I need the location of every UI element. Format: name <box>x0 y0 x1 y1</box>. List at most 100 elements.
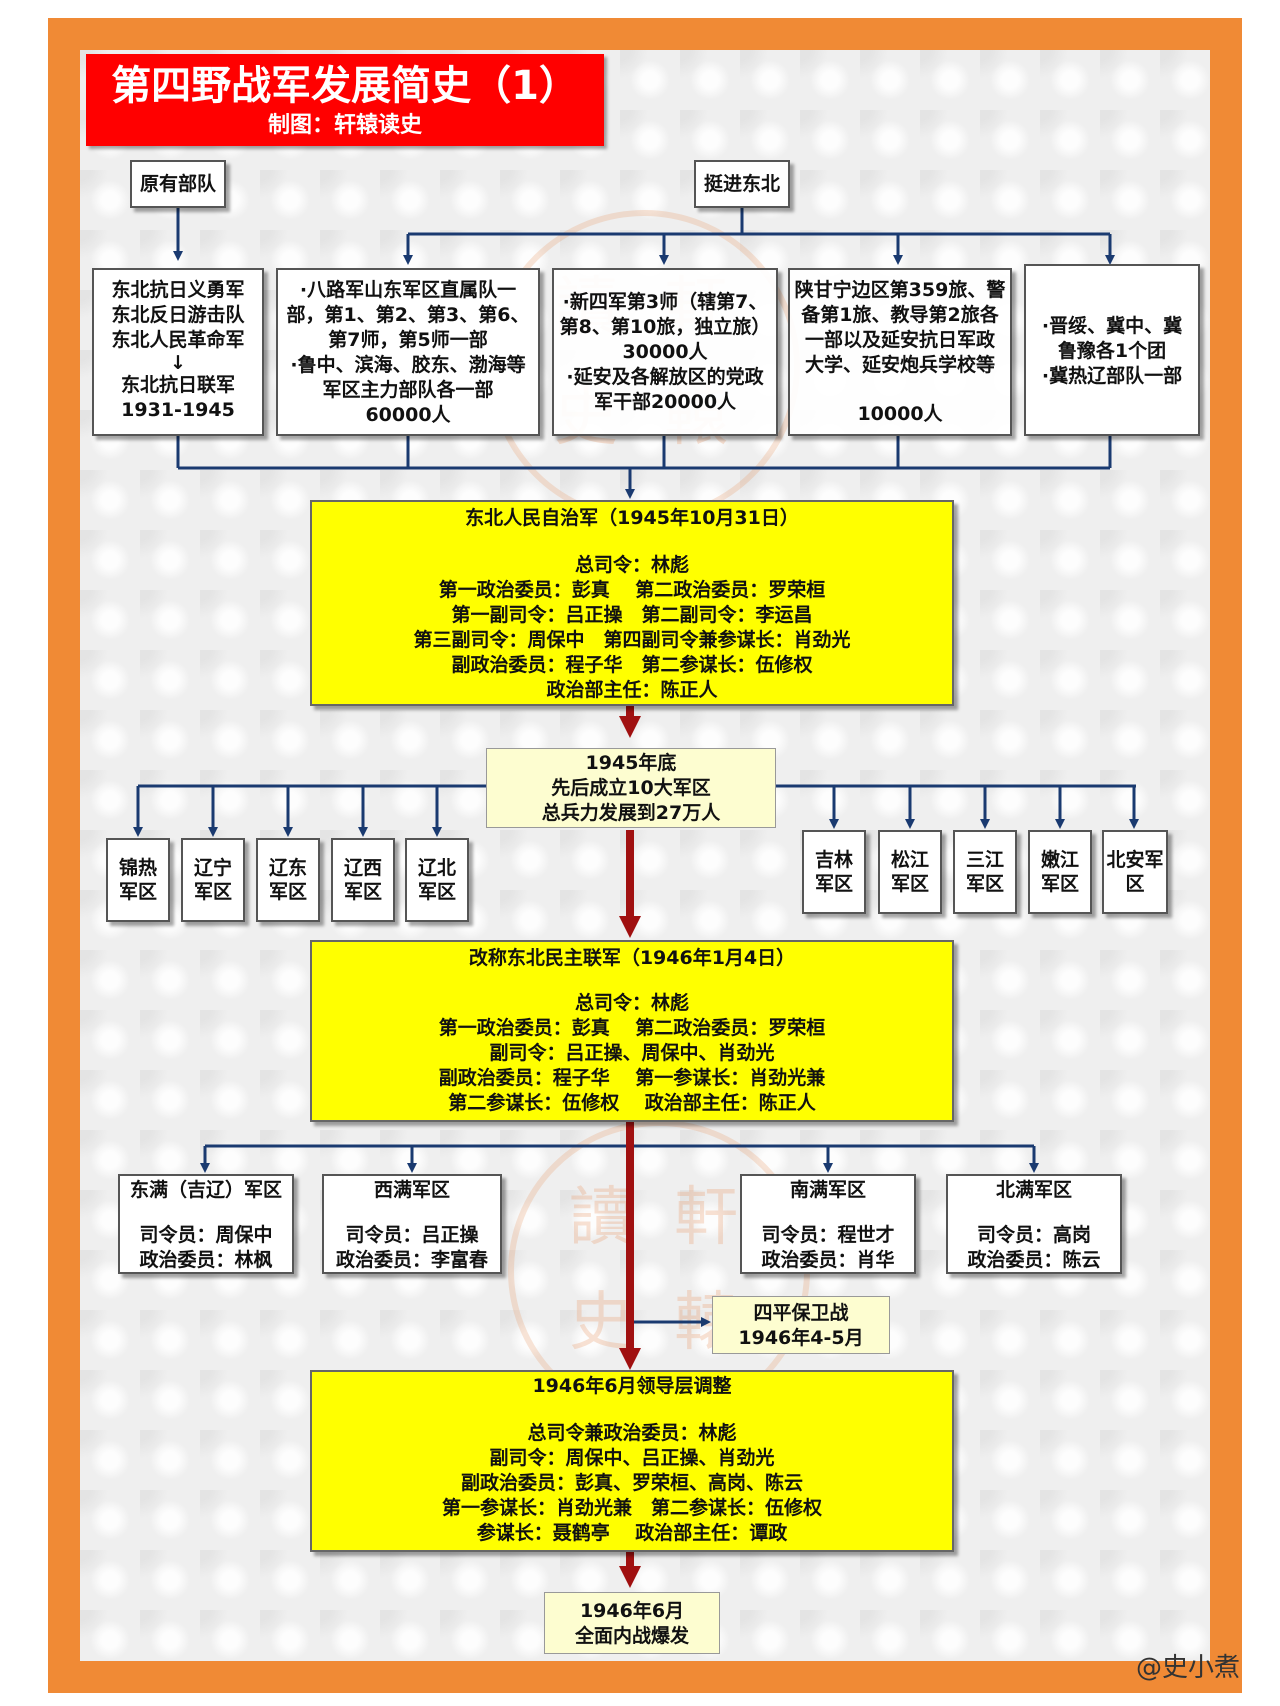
source-line: 60000人 <box>365 404 451 426</box>
army-title: 改称东北民主联军（1946年1月4日） <box>468 947 796 969</box>
source-line: ·新四军第3师（辖第7、 <box>562 291 768 313</box>
district-line: 军区 <box>965 873 1004 895</box>
source-box-4: 陕甘宁边区第359旅、警 备第1旅、教导第2旅各 一部以及延安抗日军政 大学、延… <box>788 268 1012 436</box>
district-line: 三江 <box>965 849 1004 871</box>
source-line: 第7师，第5师一部 <box>328 329 488 351</box>
chart-subtitle: 制图：轩辕读史 <box>267 113 422 138</box>
district-line: 辽东 <box>268 857 307 879</box>
weibo-watermark: @史小煮 <box>1135 1653 1240 1683</box>
army-line: 副司令：周保中、吕正操、肖劲光 <box>489 1447 775 1469</box>
region-line: 政治委员：肖华 <box>761 1249 895 1271</box>
battle-line: 四平保卫战 <box>753 1302 849 1324</box>
region-beiman: 北满军区 司令员：高岗 政治委员：陈云 <box>946 1174 1122 1274</box>
district-line: 军区 <box>1040 873 1079 895</box>
root-original-troops: 原有部队 <box>130 160 226 208</box>
district-songjiang: 松江 军区 <box>878 830 942 914</box>
spacer <box>312 1399 952 1421</box>
district-liaoning: 辽宁 军区 <box>181 838 245 922</box>
source-line: 军干部20000人 <box>593 391 737 413</box>
region-line: 司令员：程世才 <box>761 1224 895 1246</box>
district-line: 北安军 <box>1106 849 1164 871</box>
chart-title: 第四野战军发展简史（1） <box>111 63 579 109</box>
event-civil-war: 1946年6月 全面内战爆发 <box>544 1592 720 1654</box>
region-dongman: 东满（吉辽）军区 司令员：周保中 政治委员：林枫 <box>118 1174 294 1274</box>
army-title: 东北人民自治军（1945年10月31日） <box>465 507 799 529</box>
region-line: 政治委员：李富春 <box>335 1249 488 1271</box>
final-line: 1946年6月 <box>579 1600 685 1622</box>
event-line: 总兵力发展到27万人 <box>541 802 721 824</box>
region-line: 司令员：周保中 <box>139 1224 273 1246</box>
source-line: ·八路军山东军区直属队一 <box>299 279 517 301</box>
event-line: 先后成立10大军区 <box>551 777 711 799</box>
spacer <box>312 531 952 553</box>
district-jinre: 锦热 军区 <box>106 838 170 922</box>
source-line: 第8、第10旅，独立旅） <box>559 316 771 338</box>
source-line: 军区主力部队各一部 <box>322 379 494 401</box>
region-line <box>948 1203 1120 1223</box>
district-line: 松江 <box>890 849 929 871</box>
district-line: 锦热 <box>118 857 157 879</box>
root-advance-northeast: 挺进东北 <box>694 160 790 208</box>
district-line: 军区 <box>118 881 157 903</box>
battle-line: 1946年4-5月 <box>738 1327 864 1349</box>
army-line: 第一政治委员：彭真 第二政治委员：罗荣桓 <box>438 579 826 601</box>
region-line: 司令员：吕正操 <box>345 1224 479 1246</box>
source-line: 东北抗日义勇军 <box>111 279 245 301</box>
army-line: 总司令兼政治委员：林彪 <box>527 1422 737 1444</box>
district-liaobei: 辽北 军区 <box>405 838 469 922</box>
region-line: 北满军区 <box>995 1179 1072 1201</box>
army-line: 副政治委员：程子华 第二参谋长：伍修权 <box>451 654 813 676</box>
army-line: 总司令：林彪 <box>574 554 689 576</box>
district-line: 军区 <box>268 881 307 903</box>
source-box-3: ·新四军第3师（辖第7、 第8、第10旅，独立旅） 30000人 ·延安及各解放… <box>552 268 778 436</box>
army-line: 第一参谋长：肖劲光兼 第二参谋长：伍修权 <box>441 1497 822 1519</box>
army-title: 1946年6月领导层调整 <box>532 1375 732 1397</box>
region-line <box>742 1203 914 1223</box>
army-line: 第一政治委员：彭真 第二政治委员：罗荣桓 <box>438 1017 826 1039</box>
district-line: 嫩江 <box>1040 849 1079 871</box>
source-line: 鲁豫各1个团 <box>1057 340 1167 362</box>
region-line: 司令员：高岗 <box>976 1224 1091 1246</box>
army-northeast-autonomous: 东北人民自治军（1945年10月31日） 总司令：林彪 第一政治委员：彭真 第二… <box>310 500 954 706</box>
army-line: 副政治委员：程子华 第一参谋长：肖劲光兼 <box>438 1067 826 1089</box>
source-line: 30000人 <box>622 341 708 363</box>
source-line: 1931-1945 <box>121 399 235 421</box>
district-line: 军区 <box>814 873 853 895</box>
army-line: 政治部主任：陈正人 <box>546 679 718 701</box>
army-line: 参谋长：聂鹤亭 政治部主任：谭政 <box>476 1522 788 1544</box>
title-banner: 第四野战军发展简史（1） 制图：轩辕读史 <box>86 54 604 146</box>
region-line: 东满（吉辽）军区 <box>129 1179 282 1201</box>
district-line: 军区 <box>343 881 382 903</box>
district-line: 辽西 <box>343 857 382 879</box>
seal-char: 軒 <box>674 1181 738 1255</box>
source-line: 大学、延安炮兵学校等 <box>804 354 995 376</box>
seal-char: 史 <box>569 1286 633 1360</box>
district-line: 吉林 <box>814 849 853 871</box>
region-nanman: 南满军区 司令员：程世才 政治委员：肖华 <box>740 1174 916 1274</box>
source-line: ↓ <box>170 352 186 374</box>
region-line: 南满军区 <box>789 1179 866 1201</box>
district-line: 军区 <box>193 881 232 903</box>
source-line: 部，第1、第2、第3、第6、 <box>286 304 530 326</box>
source-box-2: ·八路军山东军区直属队一 部，第1、第2、第3、第6、 第7师，第5师一部 ·鲁… <box>276 268 540 436</box>
region-line: 政治委员：林枫 <box>139 1249 273 1271</box>
district-liaodong: 辽东 军区 <box>256 838 320 922</box>
spacer <box>312 971 952 991</box>
army-line: 第一副司令：吕正操 第二副司令：李运昌 <box>451 604 813 626</box>
region-line <box>324 1203 500 1223</box>
region-line: 西满军区 <box>373 1179 450 1201</box>
army-line: 第二参谋长：伍修权 政治部主任：陈正人 <box>448 1092 816 1114</box>
source-line: ·鲁中、滨海、胶东、渤海等 <box>290 354 526 376</box>
district-jilin: 吉林 军区 <box>802 830 866 914</box>
district-line: 军区 <box>417 881 456 903</box>
final-line: 全面内战爆发 <box>574 1625 689 1647</box>
army-line: 副政治委员：彭真、罗荣桓、高岗、陈云 <box>460 1472 803 1494</box>
district-nenjiang: 嫩江 军区 <box>1028 830 1092 914</box>
army-line: 副司令：吕正操、周保中、肖劲光 <box>489 1042 775 1064</box>
region-ximan: 西满军区 司令员：吕正操 政治委员：李富春 <box>322 1174 502 1274</box>
source-line: 东北人民革命军 <box>111 329 245 351</box>
region-line <box>120 1203 292 1223</box>
source-line: 陕甘宁边区第359旅、警 <box>794 279 1006 301</box>
root-label: 原有部队 <box>139 173 216 195</box>
